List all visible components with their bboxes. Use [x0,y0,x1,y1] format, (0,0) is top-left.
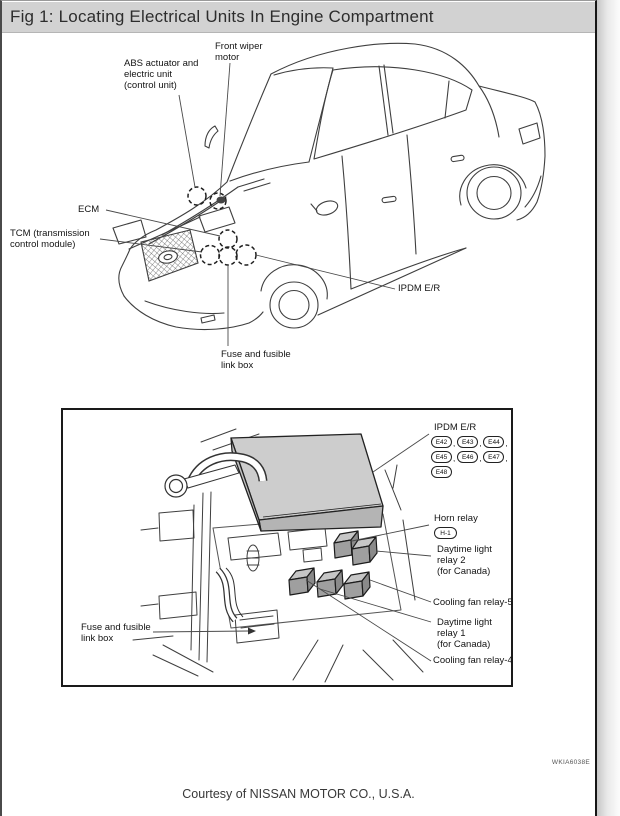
connector-badge: E48 [431,466,452,478]
figure-title-bar: Fig 1: Locating Electrical Units In Engi… [2,2,595,33]
label-daytime-relay-2: Daytime light relay 2 (for Canada) [437,544,492,577]
label-fuse-link-box: Fuse and fusible link box [221,349,291,371]
connector-badge: E46 [457,451,479,463]
connector-badge: E47 [483,451,505,463]
label-tcm: TCM (transmission control module) [10,228,90,250]
label-engine-fuse-link-box: Fuse and fusible link box [81,622,151,644]
connector-comma: , [505,454,508,463]
connector-row: E42, E43, E44, [431,436,511,448]
connector-comma: , [479,439,482,448]
label-front-wiper-motor: Front wiper motor [215,41,263,63]
connector-comma: , [479,454,482,463]
label-cooling-fan-relay-4: Cooling fan relay-4 [433,655,513,666]
engine-line-art-svg [132,428,432,683]
connector-badge: E43 [457,436,479,448]
label-abs-actuator: ABS actuator and electric unit (control … [124,58,199,91]
figure-watermark: WKIA6038E [551,759,590,766]
label-horn-relay: Horn relay [434,513,478,524]
label-ecm: ECM [78,204,100,215]
figure-title: Fig 1: Locating Electrical Units In Engi… [10,7,434,26]
connector-badges: E42, E43, E44, E45, E46, E47, E48 [431,436,511,481]
connector-badge: E42 [431,436,452,448]
horn-relay-badge: H-1 [434,527,457,539]
connector-comma: , [505,439,508,448]
car-diagram: Front wiper motor ABS actuator and elect… [2,39,595,401]
label-ipdm-er: IPDM E/R [398,283,441,294]
connector-comma: , [453,454,456,463]
connector-badge: E45 [431,451,452,463]
connector-row: E45, E46, E47, [431,451,511,463]
connector-row: E48 [431,466,511,478]
engine-figure-box: IPDM E/R E42, E43, E44, E45, E46, E47, E… [61,408,513,687]
page-shadow [597,0,620,816]
courtesy-note: Courtesy of NISSAN MOTOR CO., U.S.A. [182,787,415,801]
connector-badge: E44 [483,436,505,448]
label-daytime-relay-1: Daytime light relay 1 (for Canada) [437,617,492,650]
car-line-art-svg [99,42,546,346]
label-cooling-fan-relay-5: Cooling fan relay-5 [433,597,513,608]
page-sheet: Fig 1: Locating Electrical Units In Engi… [0,0,597,816]
connector-comma: , [453,439,456,448]
label-engine-ipdm-er: IPDM E/R [434,422,477,433]
